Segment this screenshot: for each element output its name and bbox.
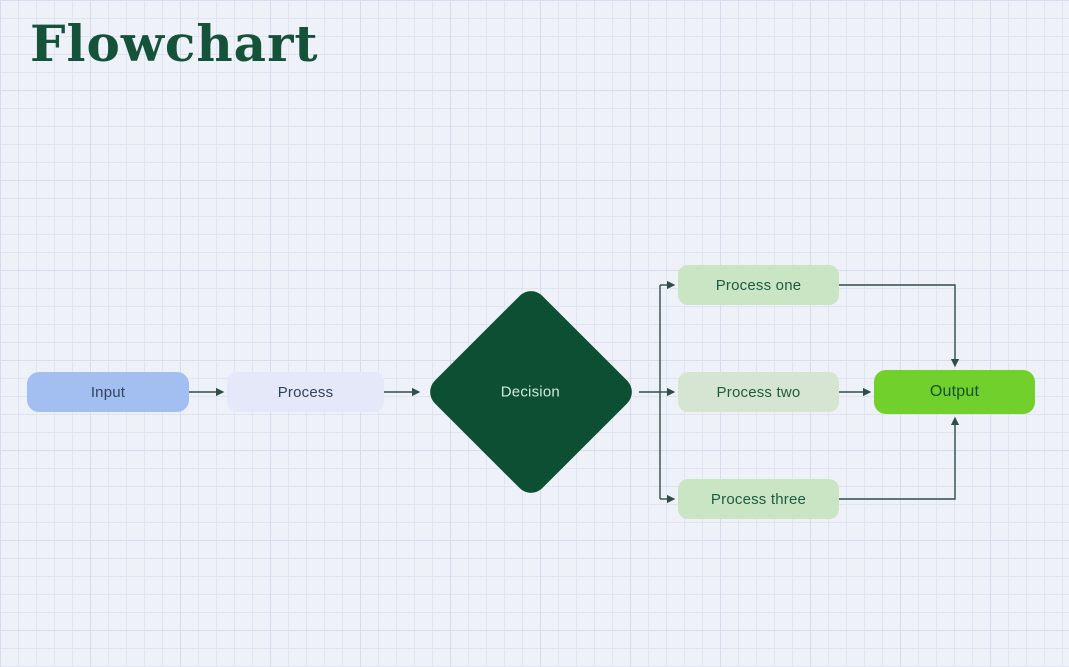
node-input[interactable]: Input	[27, 372, 189, 412]
page-title: Flowchart	[30, 14, 319, 73]
node-output[interactable]: Output	[874, 370, 1035, 414]
node-process-one[interactable]: Process one	[678, 265, 839, 305]
node-process[interactable]: Process	[227, 372, 384, 412]
edge-process-one-output	[839, 284, 960, 368]
node-label: Process	[277, 383, 334, 401]
node-label: Decision	[501, 383, 561, 401]
node-process-three[interactable]: Process three	[678, 479, 839, 519]
node-label: Input	[90, 383, 126, 401]
node-label: Process one	[715, 276, 802, 294]
edge-process-three-output	[839, 416, 960, 500]
node-process-two[interactable]: Process two	[678, 372, 839, 412]
node-label: Process two	[716, 383, 801, 401]
edge-decision-branch-spine	[639, 285, 661, 499]
node-label: Process three	[710, 490, 807, 508]
node-label: Output	[929, 383, 980, 400]
